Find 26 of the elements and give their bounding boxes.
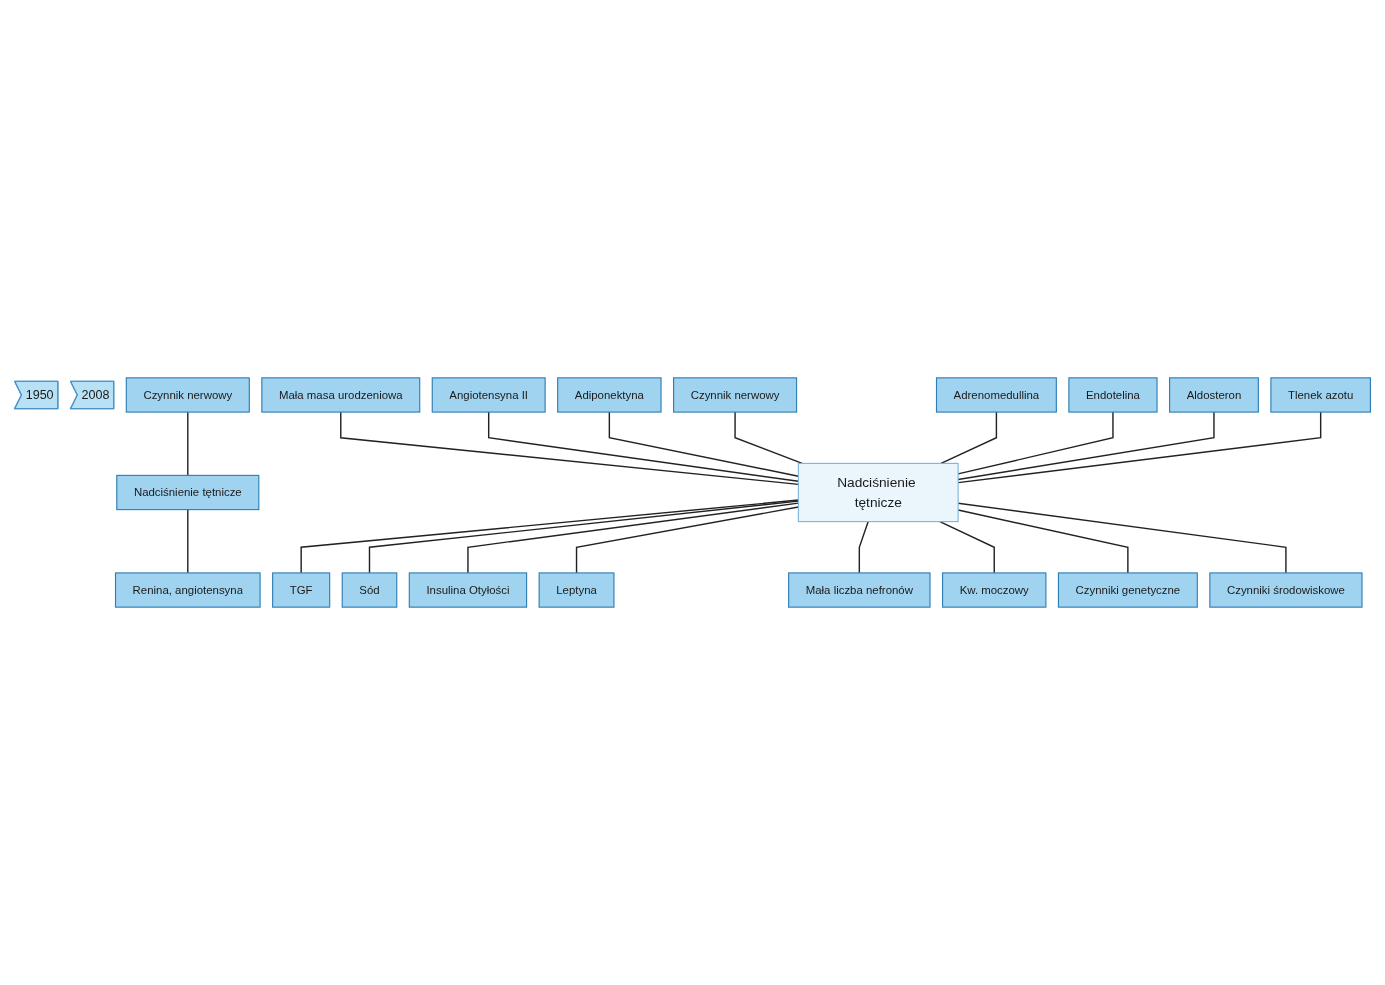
node-box: Adiponektyna xyxy=(557,377,662,413)
connector xyxy=(734,411,803,465)
node-box: Insulina Otyłości xyxy=(408,572,528,608)
node-box: Leptyna xyxy=(538,572,615,608)
node-box: Angiotensyna II xyxy=(431,377,546,413)
node-box: Aldosteron xyxy=(1169,377,1259,413)
node-box: Endotelina xyxy=(1068,377,1158,413)
node-box: Tlenek azotu xyxy=(1270,377,1371,413)
node-box: Mała masa urodzeniowa xyxy=(261,377,421,413)
node-box: Nadciśnienie tętnicze xyxy=(797,462,959,523)
node-box: Adrenomedullina xyxy=(935,377,1057,413)
connector xyxy=(940,411,998,465)
node-box: Sód xyxy=(341,572,398,608)
node-box: Czynnik nerwowy xyxy=(673,377,798,413)
node-box: Czynnik nerwowy xyxy=(125,377,250,413)
node-box: TGF xyxy=(272,572,331,608)
node-box: Czynniki środowiskowe xyxy=(1209,572,1363,608)
node-box: Kw. moczowy xyxy=(942,572,1047,608)
node-box: Czynniki genetyczne xyxy=(1057,572,1198,608)
connector xyxy=(939,520,995,574)
connector xyxy=(187,411,189,477)
connector xyxy=(858,520,869,574)
connector xyxy=(187,508,189,574)
node-box: Mała liczba nefronów xyxy=(788,572,931,608)
node-box: Nadciśnienie tętnicze xyxy=(116,474,260,511)
node-box: Renina, angiotensyna xyxy=(114,572,261,608)
